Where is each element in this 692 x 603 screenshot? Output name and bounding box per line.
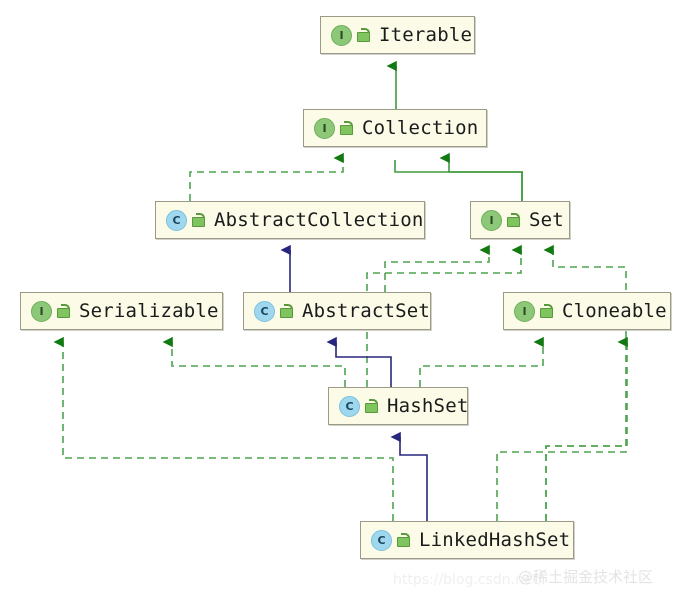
node-label: AbstractSet <box>302 300 431 322</box>
edge-linkedhashset-to-cloneable-riser <box>545 336 628 521</box>
node-label: Collection <box>362 117 479 139</box>
unlocked-padlock-icon <box>56 304 70 318</box>
node-label: HashSet <box>387 395 469 417</box>
edge-hashset-to-serializable <box>162 336 346 387</box>
edge-linkedhashset-to-serializable <box>53 336 394 521</box>
edge-set-to-collection-arrow <box>439 152 523 201</box>
interface-icon: I <box>481 209 520 231</box>
edge-linkedhashset-to-hashset <box>390 431 428 521</box>
node-set[interactable]: I Set <box>470 201 570 239</box>
unlocked-padlock-icon <box>356 28 370 42</box>
node-label: Serializable <box>79 300 219 322</box>
node-label: Set <box>529 209 564 231</box>
unlocked-padlock-icon <box>396 533 410 547</box>
interface-icon: I <box>314 117 353 139</box>
node-serializable[interactable]: I Serializable <box>20 292 223 330</box>
node-label: LinkedHashSet <box>419 529 571 551</box>
unlocked-padlock-icon <box>364 399 378 413</box>
node-label: Cloneable <box>562 300 667 322</box>
node-abstractcollection[interactable]: C AbstractCollection <box>155 201 425 239</box>
node-cloneable[interactable]: I Cloneable <box>503 292 671 330</box>
unlocked-padlock-icon <box>539 304 553 318</box>
edge-abstractcollection-to-collection <box>189 152 344 201</box>
unlocked-padlock-icon <box>506 213 520 227</box>
edge-hashset-to-cloneable <box>419 336 544 387</box>
node-hashset[interactable]: C HashSet <box>328 387 468 425</box>
interface-icon: I <box>31 300 70 322</box>
edge-hashset-to-abstractset <box>326 336 392 387</box>
edge-linkedhashset-to-cloneable <box>545 445 627 521</box>
edge-linkedhashset-to-set <box>496 244 627 521</box>
node-abstractset[interactable]: C AbstractSet <box>243 292 431 330</box>
class-icon: C <box>371 529 410 551</box>
class-icon: C <box>166 209 205 231</box>
edge-abstractset-to-set <box>384 244 490 292</box>
node-label: AbstractCollection <box>214 209 424 231</box>
unlocked-padlock-icon <box>191 213 205 227</box>
class-icon: C <box>339 395 378 417</box>
node-iterable[interactable]: I Iterable <box>320 16 475 54</box>
watermark-url: https://blog.csdn.net/ <box>393 572 543 588</box>
unlocked-padlock-icon <box>279 304 293 318</box>
edge-set-to-collection <box>394 160 523 201</box>
class-icon: C <box>254 300 293 322</box>
node-linkedhashset[interactable]: C LinkedHashSet <box>360 521 574 559</box>
node-collection[interactable]: I Collection <box>303 109 487 147</box>
unlocked-padlock-icon <box>339 121 353 135</box>
interface-icon: I <box>514 300 553 322</box>
watermark-brand: @稀土掘金技术社区 <box>518 568 654 586</box>
node-label: Iterable <box>379 24 473 46</box>
interface-icon: I <box>331 24 370 46</box>
